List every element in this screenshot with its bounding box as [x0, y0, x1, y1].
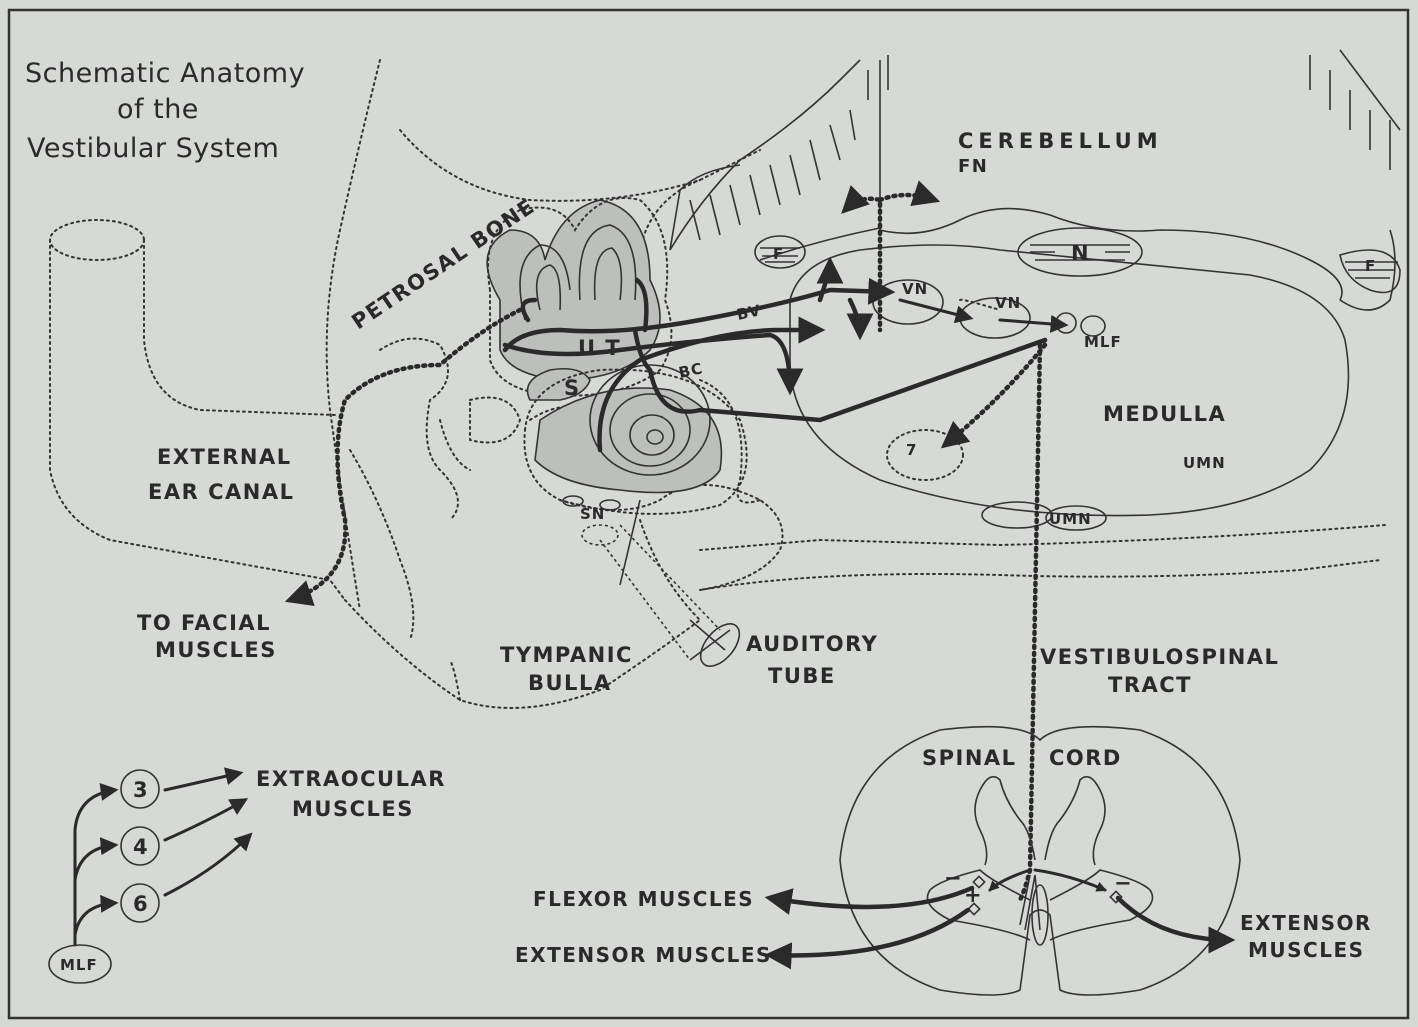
label-fn: FN: [958, 156, 988, 177]
label-minus-right: −: [1114, 871, 1133, 895]
label-f-right: F: [1365, 257, 1376, 275]
label-external-ear-canal-1: EXTERNAL: [157, 445, 292, 469]
label-extraocular-1: EXTRAOCULAR: [256, 767, 446, 791]
label-cerebellum: CEREBELLUM: [958, 129, 1163, 153]
label-plus: +: [964, 883, 983, 907]
label-sn: SN: [580, 505, 605, 523]
label-seven: 7: [906, 441, 917, 459]
label-to-facial-2: MUSCLES: [155, 638, 277, 662]
label-auditory-1: AUDITORY: [746, 632, 878, 656]
label-nerve-3: 3: [133, 778, 149, 802]
label-mlf-brainstem: MLF: [1084, 333, 1122, 351]
label-extensor-muscles-right-2: MUSCLES: [1248, 938, 1365, 962]
cerebellum: [670, 50, 1400, 310]
label-s: S: [564, 376, 581, 400]
label-n: N: [1071, 241, 1090, 265]
title-line-1: Schematic Anatomy: [25, 58, 305, 89]
label-vestibulospinal-2: TRACT: [1108, 673, 1192, 697]
petrosal-bone-outline: [327, 60, 1385, 708]
spinal-cord: [840, 727, 1240, 995]
label-vn-2: VN: [995, 294, 1021, 312]
label-cord: CORD: [1049, 746, 1122, 770]
label-tympanic-1: TYMPANIC: [500, 643, 633, 667]
label-vn-1: VN: [902, 280, 928, 298]
label-extensor-muscles-left: EXTENSOR MUSCLES: [515, 943, 772, 967]
label-f-left: F: [773, 245, 784, 263]
label-mlf-bottom: MLF: [60, 956, 98, 974]
output-arrows: [75, 773, 1230, 955]
label-bv: BV: [735, 301, 763, 324]
label-umn-2: UMN: [1049, 510, 1092, 528]
label-bc: BC: [677, 359, 705, 382]
label-ut: U T: [578, 336, 621, 360]
external-ear-canal: [50, 220, 345, 600]
label-umn-1: UMN: [1183, 454, 1226, 472]
label-to-facial-1: TO FACIAL: [137, 611, 271, 635]
title-line-3: Vestibular System: [27, 133, 279, 164]
label-vestibulospinal-1: VESTIBULOSPINAL: [1040, 645, 1279, 669]
label-flexor-muscles: FLEXOR MUSCLES: [533, 887, 754, 911]
medulla: [790, 245, 1348, 530]
label-medulla: MEDULLA: [1103, 402, 1226, 426]
label-nerve-4: 4: [133, 835, 149, 859]
label-minus-left: −: [944, 866, 963, 890]
label-extensor-muscles-right-1: EXTENSOR: [1240, 911, 1372, 935]
label-tympanic-2: BULLA: [528, 671, 612, 695]
title-line-2: of the: [117, 94, 199, 125]
label-auditory-2: TUBE: [768, 664, 836, 688]
label-spinal: SPINAL: [922, 746, 1017, 770]
label-extraocular-2: MUSCLES: [292, 797, 414, 821]
label-external-ear-canal-2: EAR CANAL: [148, 480, 294, 504]
label-nerve-6: 6: [133, 892, 149, 916]
